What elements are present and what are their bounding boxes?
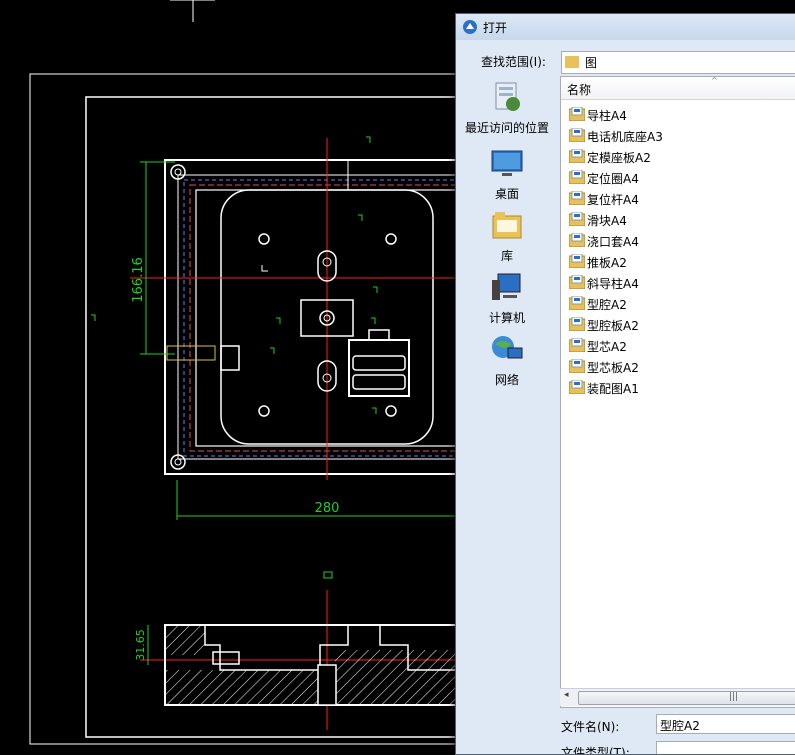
- computer-icon: [492, 273, 521, 300]
- look-in-dropdown[interactable]: 图: [561, 51, 795, 74]
- file-list-item[interactable]: 滑块A4: [561, 209, 795, 230]
- file-list-item[interactable]: 装配图A1: [561, 377, 795, 398]
- file-name-input[interactable]: 型腔A2: [656, 714, 795, 734]
- column-header-label: 名称: [567, 83, 592, 97]
- dwg-file-icon: [569, 128, 585, 142]
- place-computer[interactable]: 计算机: [456, 270, 558, 326]
- library-icon: [492, 212, 522, 239]
- file-list-item[interactable]: 型腔A2: [561, 293, 795, 314]
- horizontal-scrollbar[interactable]: ◂ |||: [560, 688, 795, 706]
- dwg-file-icon: [569, 380, 585, 394]
- dwg-file-icon: [569, 275, 585, 289]
- network-icon: [492, 336, 523, 359]
- look-in-value: 图: [585, 56, 598, 70]
- scroll-left-icon[interactable]: ◂: [564, 690, 569, 700]
- file-name: 装配图A1: [587, 382, 639, 396]
- file-name: 电话机底座A3: [587, 130, 663, 144]
- grip-icon: |||: [729, 692, 739, 702]
- dwg-file-icon: [569, 170, 585, 184]
- recent-places-icon: [495, 82, 520, 111]
- file-name: 型芯板A2: [587, 361, 639, 375]
- place-recent[interactable]: 最近访问的位置: [456, 80, 558, 136]
- open-file-dialog[interactable]: 打开 查找范围(I): 图 最近访问的位置 桌面: [455, 13, 795, 755]
- sort-arrow-icon: ^: [711, 76, 718, 85]
- place-library-label: 库: [500, 249, 513, 263]
- dimension-small: 31.65: [134, 629, 147, 661]
- file-name: 导柱A4: [587, 109, 627, 123]
- desktop-icon: [491, 150, 523, 176]
- file-list-item[interactable]: 电话机底座A3: [561, 125, 795, 146]
- places-bar: 最近访问的位置 桌面 库 计算机: [456, 78, 558, 754]
- folder-icon: [565, 56, 579, 68]
- file-name: 型腔板A2: [587, 319, 639, 333]
- place-desktop-label: 桌面: [494, 187, 519, 201]
- dwg-file-icon: [569, 191, 585, 205]
- file-type-dropdown[interactable]: [656, 741, 795, 754]
- dwg-file-icon: [569, 254, 585, 268]
- place-library[interactable]: 库: [456, 208, 558, 264]
- file-list-item[interactable]: 型芯板A2: [561, 356, 795, 377]
- file-name: 定位圈A4: [587, 172, 639, 186]
- dwg-file-icon: [569, 338, 585, 352]
- file-list-item[interactable]: 型芯A2: [561, 335, 795, 356]
- place-desktop[interactable]: 桌面: [456, 146, 558, 202]
- look-in-label: 查找范围(I):: [481, 55, 546, 69]
- place-computer-label: 计算机: [488, 311, 525, 325]
- file-name: 滑块A4: [587, 214, 627, 228]
- dwg-file-icon: [569, 317, 585, 331]
- dwg-file-icon: [569, 359, 585, 373]
- look-in-row: 查找范围(I): 图: [456, 51, 795, 75]
- app-icon: [463, 20, 477, 34]
- file-list-item[interactable]: 型腔板A2: [561, 314, 795, 335]
- file-type-label: 文件类型(T):: [561, 746, 630, 755]
- scrollbar-thumb[interactable]: |||: [578, 691, 795, 705]
- file-name: 定模座板A2: [587, 151, 651, 165]
- file-name: 型芯A2: [587, 340, 627, 354]
- dimension-height: 166.16: [131, 257, 146, 303]
- file-name: 推板A2: [587, 256, 627, 270]
- file-list-item[interactable]: 定位圈A4: [561, 167, 795, 188]
- file-name: 浇口套A4: [587, 235, 639, 249]
- file-list-item[interactable]: 导柱A4: [561, 104, 795, 125]
- file-list-item[interactable]: 浇口套A4: [561, 230, 795, 251]
- dialog-titlebar[interactable]: 打开: [456, 14, 795, 40]
- dwg-file-icon: [569, 149, 585, 163]
- file-list-item[interactable]: 推板A2: [561, 251, 795, 272]
- file-list: 导柱A4 电话机底座A3 定模座板A2 定位圈A4 复位杆A4 滑块A4 浇口套A4 推板A2…: [561, 104, 795, 398]
- dwg-file-icon: [569, 212, 585, 226]
- file-list-item[interactable]: 定模座板A2: [561, 146, 795, 167]
- column-header-name[interactable]: 名称 ^: [561, 76, 795, 100]
- file-list-pane[interactable]: 名称 ^ 导柱A4 电话机底座A3 定模座板A2 定位圈A4 复位杆A4 滑块A4 浇口套A…: [560, 76, 795, 708]
- place-network[interactable]: 网络: [456, 332, 558, 388]
- place-recent-label: 最近访问的位置: [464, 121, 549, 135]
- dialog-title: 打开: [483, 20, 508, 35]
- file-list-item[interactable]: 复位杆A4: [561, 188, 795, 209]
- dwg-file-icon: [569, 107, 585, 121]
- file-name: 复位杆A4: [587, 193, 639, 207]
- dimension-width: 280: [315, 501, 340, 516]
- place-network-label: 网络: [494, 373, 519, 387]
- dwg-file-icon: [569, 296, 585, 310]
- dwg-file-icon: [569, 233, 585, 247]
- file-list-item[interactable]: 斜导柱A4: [561, 272, 795, 293]
- file-name: 型腔A2: [587, 298, 627, 312]
- file-name: 斜导柱A4: [587, 277, 639, 291]
- file-name-label: 文件名(N):: [561, 720, 620, 734]
